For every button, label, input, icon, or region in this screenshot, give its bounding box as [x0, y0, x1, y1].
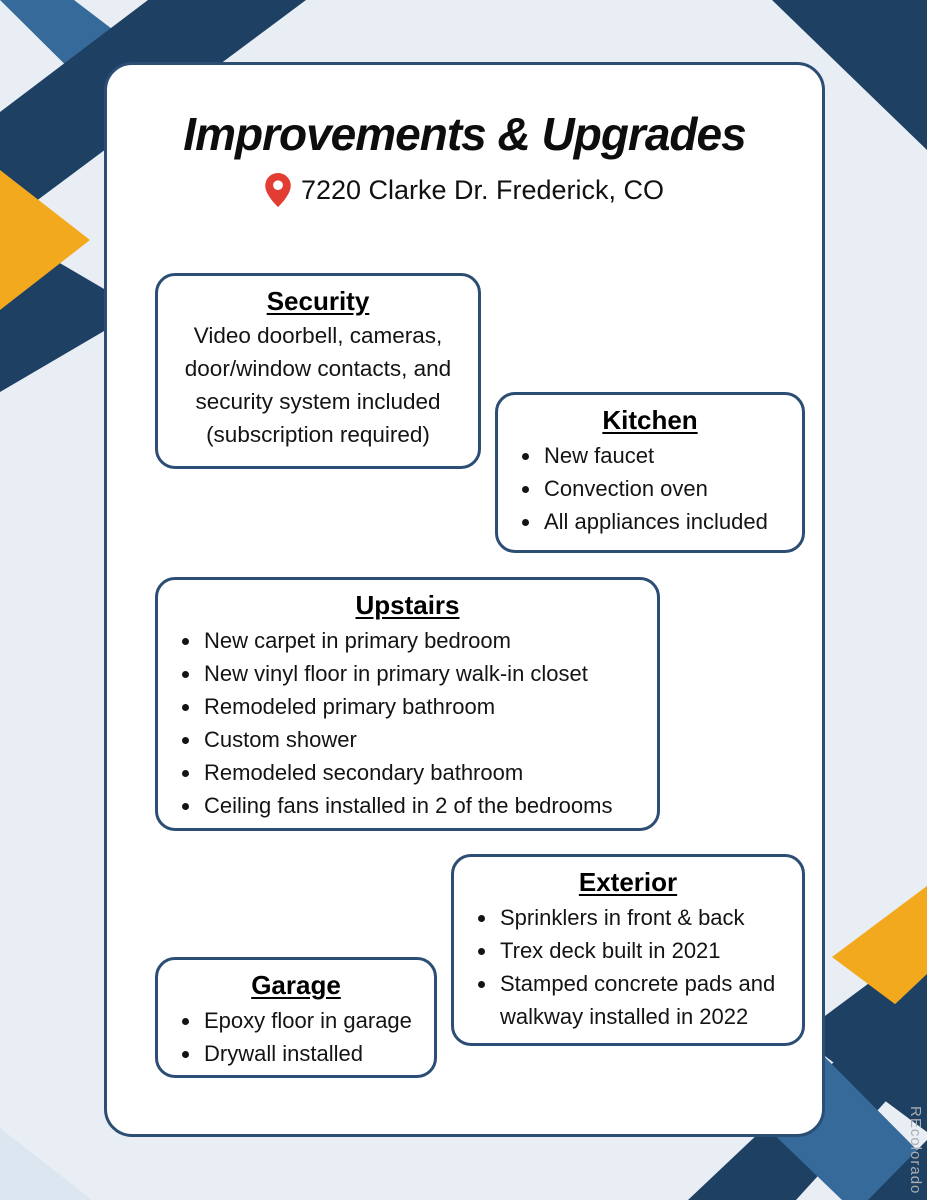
- edge-decoration-left: [0, 170, 140, 392]
- section-title: Security: [266, 286, 370, 316]
- bullet-item: Stamped concrete pads and walkway instal…: [498, 967, 790, 1033]
- section-title: Garage: [251, 970, 341, 1000]
- bullet-list: New faucet Convection oven All appliance…: [510, 439, 790, 538]
- flyer-card: Improvements & Upgrades 7220 Clarke Dr. …: [104, 62, 825, 1137]
- address-text: 7220 Clarke Dr. Frederick, CO: [300, 174, 665, 205]
- bullet-item: Epoxy floor in garage: [202, 1004, 422, 1037]
- section-title: Upstairs: [355, 590, 460, 620]
- location-pin-icon: [265, 173, 291, 207]
- section-title: Exterior: [578, 867, 678, 897]
- bullet-item: All appliances included: [542, 505, 790, 538]
- section-title: Kitchen: [602, 405, 698, 435]
- bullet-item: Convection oven: [542, 472, 790, 505]
- corner-decoration-top-right: [772, 0, 927, 150]
- section-exterior: Exterior Sprinklers in front & back Trex…: [451, 854, 805, 1046]
- section-kitchen: Kitchen New faucet Convection oven All a…: [495, 392, 805, 553]
- bullet-item: New vinyl floor in primary walk-in close…: [202, 657, 645, 690]
- bullet-list: Epoxy floor in garage Drywall installed: [170, 1004, 422, 1070]
- page-title: Improvements & Upgrades: [183, 108, 746, 160]
- bullet-item: Trex deck built in 2021: [498, 934, 790, 967]
- bullet-list: New carpet in primary bedroom New vinyl …: [170, 624, 645, 822]
- watermark: REcolorado: [907, 1105, 924, 1194]
- bullet-item: Custom shower: [202, 723, 645, 756]
- section-upstairs: Upstairs New carpet in primary bedroom N…: [155, 577, 660, 831]
- bullet-list: Sprinklers in front & back Trex deck bui…: [466, 901, 790, 1033]
- section-garage: Garage Epoxy floor in garage Drywall ins…: [155, 957, 437, 1078]
- bullet-item: Remodeled secondary bathroom: [202, 756, 645, 789]
- section-paragraph: Video doorbell, cameras, door/window con…: [184, 323, 452, 447]
- bullet-item: New faucet: [542, 439, 790, 472]
- section-security: Security Video doorbell, cameras, door/w…: [155, 273, 481, 469]
- bullet-item: Drywall installed: [202, 1037, 422, 1070]
- corner-decoration-bottom-left: [0, 1128, 92, 1200]
- address-line: 7220 Clarke Dr. Frederick, CO: [107, 173, 822, 207]
- bullet-item: Ceiling fans installed in 2 of the bedro…: [202, 789, 645, 822]
- bullet-item: New carpet in primary bedroom: [202, 624, 645, 657]
- bullet-item: Sprinklers in front & back: [498, 901, 790, 934]
- bullet-item: Remodeled primary bathroom: [202, 690, 645, 723]
